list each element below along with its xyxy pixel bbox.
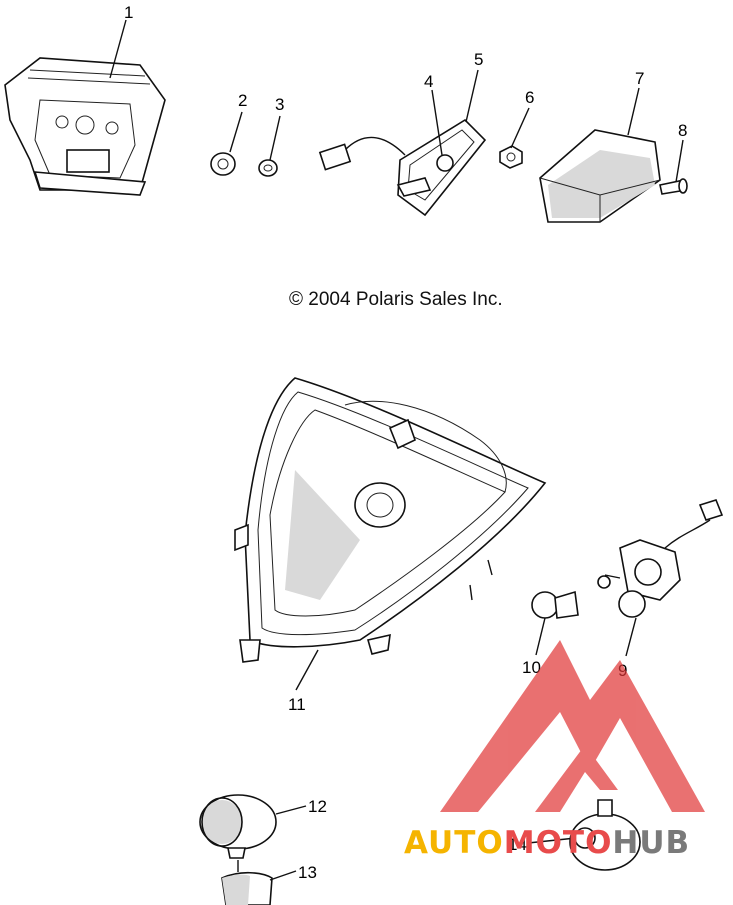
callout-5: 5 bbox=[474, 50, 483, 69]
watermark-logo-mark bbox=[440, 640, 705, 812]
copyright-text: © 2004 Polaris Sales Inc. bbox=[289, 289, 503, 310]
callout-4: 4 bbox=[424, 72, 433, 91]
part-12-marker-lamp bbox=[199, 794, 277, 859]
part-11-headlight bbox=[234, 377, 547, 663]
callout-8: 8 bbox=[678, 121, 687, 140]
part-1-housing bbox=[4, 57, 166, 196]
callout-10: 10 bbox=[522, 658, 541, 677]
callout-13: 13 bbox=[298, 863, 317, 882]
callout-1: 1 bbox=[124, 3, 133, 22]
watermark-logo bbox=[440, 640, 705, 812]
callout-11: 11 bbox=[288, 695, 306, 714]
part-7-tail-lens bbox=[539, 129, 661, 223]
part-14-side-lamp bbox=[569, 799, 641, 871]
watermark-text: AUTOMOTOHUB bbox=[404, 825, 690, 861]
part-3-washer bbox=[258, 159, 278, 177]
callout-2: 2 bbox=[238, 91, 247, 110]
part-2-grommet bbox=[210, 152, 236, 176]
callout-7: 7 bbox=[635, 69, 644, 88]
part-10-bulb bbox=[531, 590, 579, 619]
watermark-auto: AUTO bbox=[404, 825, 504, 861]
part-8-screw bbox=[659, 178, 688, 195]
part-4-5-socket-plate bbox=[318, 118, 487, 217]
part-13-lens-cap bbox=[221, 860, 273, 905]
part-6-nut bbox=[499, 145, 523, 169]
watermark-hub: HUB bbox=[612, 825, 690, 861]
part-9-socket-harness bbox=[597, 499, 724, 618]
watermark-moto: MOTO bbox=[504, 825, 613, 861]
callout-3: 3 bbox=[275, 95, 284, 114]
leader-lines bbox=[109, 19, 684, 881]
callout-12: 12 bbox=[308, 797, 327, 816]
callout-14: 14 bbox=[508, 835, 527, 854]
callout-6: 6 bbox=[525, 88, 534, 107]
